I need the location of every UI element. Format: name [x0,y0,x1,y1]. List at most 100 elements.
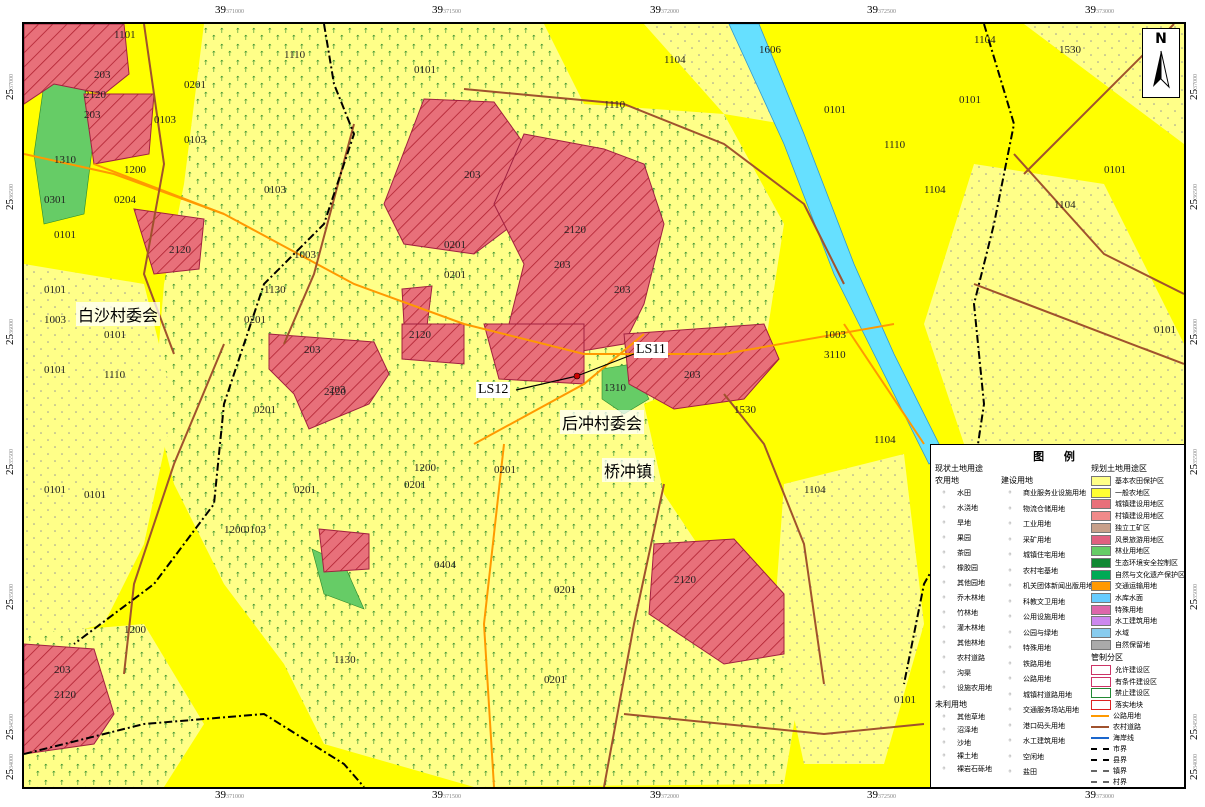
legend-label: 沙地 [957,739,971,747]
legend-symbol-icon [1091,628,1111,639]
legend-symbol-icon [1091,546,1111,557]
coordinate-tick: 39371500 [432,4,461,16]
coordinate-tick: 2535000 [1188,584,1200,610]
coordinate-tick: 39373000 [1085,789,1114,801]
legend-symbol-icon [1091,665,1111,675]
legend-symbol-icon: ◦ [1007,612,1013,621]
legend-item: 有条件建设区 [1091,676,1157,688]
legend-item: ◦水浇地 [935,502,978,514]
parcel-code: 2120 [324,386,346,398]
highway [482,443,505,787]
coordinate-tick: 2536000 [1188,319,1200,345]
parcel-code: 0101 [44,364,66,376]
parcel-code: 0103 [154,114,176,126]
coordinate-tick: 2534000 [1188,754,1200,780]
legend-symbol-icon: ◦ [1007,596,1013,606]
legend-symbol-icon: ◦ [941,578,947,587]
legend-label: 市界 [1113,745,1127,753]
place-qiaochong: 桥冲镇 [602,458,655,482]
legend-label: 水工建筑用地 [1115,617,1157,626]
legend-item: ◦公用设施用地 [1001,611,1065,623]
legend-symbol-icon: ◦ [1007,705,1013,714]
legend-symbol-icon: ◦ [1007,736,1013,745]
legend-item: 市界 [1091,743,1127,755]
legend-label: 公路用地 [1113,712,1141,720]
parcel-code: 3110 [824,349,846,361]
parcel-code: 0101 [44,284,66,296]
legend-item: ◦ 港口码头用地 [1001,720,1065,732]
legend-item: 海岸线 [1091,732,1134,744]
legend-symbol-icon: ◦ [941,503,947,512]
legend-item: ◦设施农用地 [935,682,992,694]
parcel-code: 203 [304,344,321,356]
legend-symbol-icon [1091,534,1111,545]
coordinate-tick: 39372000 [650,4,679,16]
legend-item: ◦公路用地 [1001,673,1051,685]
legend-symbol-icon: ◦ [1007,720,1013,730]
legend-label: 港口码头用地 [1023,721,1065,730]
sample-ls11: LS11 [634,342,668,358]
legend-item: 交通运输用地 [1091,580,1157,592]
legend-item: ◦沼泽地 [935,724,978,736]
parcel-code: 0101 [44,484,66,496]
parcel-code: 0201 [544,674,566,686]
coordinate-tick: 39372000 [650,789,679,801]
legend-item: ◦旱地 [935,517,971,529]
coordinate-tick: 39371000 [215,4,244,16]
legend-item: ◦商业服务业设施用地 [1001,487,1086,499]
rural-road [463,88,845,285]
legend-label: 村界 [1113,778,1127,786]
legend-label: 有条件建设区 [1115,677,1157,686]
legend-label: 农村道路 [1113,723,1141,731]
legend-label: 水库水面 [1115,594,1143,602]
legend-item: ◦物流仓储用地 [1001,503,1065,515]
legend-label: 独立工矿区 [1115,523,1150,532]
legend-item: ◦橡胶园 [935,562,978,574]
parcel-code: 1003 [824,329,846,341]
legend-symbol-icon [1091,499,1111,510]
legend-symbol-icon: ◦ [941,623,947,632]
legend-label: 旱地 [957,519,971,527]
legend-label: 设施农用地 [957,684,992,692]
legend-label: 空闲地 [1023,752,1044,761]
coordinate-tick: 2536000 [4,319,16,345]
legend-symbol-icon [1091,770,1109,772]
land-use-map[interactable]: ↑ ↑ [24,24,1184,787]
legend-label: 灌木林地 [957,624,985,632]
legend-item: 水库水面 [1091,592,1143,604]
legend-zone-header: 管制分区 [1091,653,1123,662]
rural-road [603,483,665,787]
legend-symbol-icon [1091,726,1109,728]
legend-symbol-icon [1091,737,1109,739]
legend-label: 水田 [957,489,971,497]
farmland-zone [924,164,1184,444]
legend-symbol-icon [1091,476,1111,486]
legend-symbol-icon: ◦ [1007,550,1013,559]
legend-item: 落实地块 [1091,699,1143,711]
legend-symbol-icon: ◦ [1007,643,1013,652]
construction-zone [493,133,665,355]
parcel-code: 0301 [44,194,66,206]
north-label: N [1155,31,1167,47]
legend-item: ◦茶园 [935,547,971,559]
legend-symbol-icon [1091,759,1109,761]
legend-item: ◦其他草地 [935,711,985,723]
legend-symbol-icon: ◦ [941,653,947,662]
parcel-code: 0201 [254,404,276,416]
legend-item: ◦水工建筑用地 [1001,735,1065,747]
coordinate-tick: 2535500 [4,449,16,475]
parcel-code: 0101 [1154,324,1176,336]
parcel-code: 1310 [54,154,76,166]
legend-label: 风景旅游用地区 [1115,535,1164,544]
north-arrow-icon [1153,50,1170,89]
parcel-code: 0201 [404,479,426,491]
legend-item: ◦水田 [935,487,971,499]
legend-symbol-icon: ◦ [941,738,947,747]
parcel-code: 1104 [1054,199,1076,211]
legend-item: ◦城镇住宅用地 [1001,549,1065,561]
parcel-code: 2120 [674,574,696,586]
parcel-code: 2120 [409,329,431,341]
legend-symbol-icon: ◦ [1007,534,1013,544]
highway [24,153,225,215]
parcel-code: 2120 [84,89,106,101]
